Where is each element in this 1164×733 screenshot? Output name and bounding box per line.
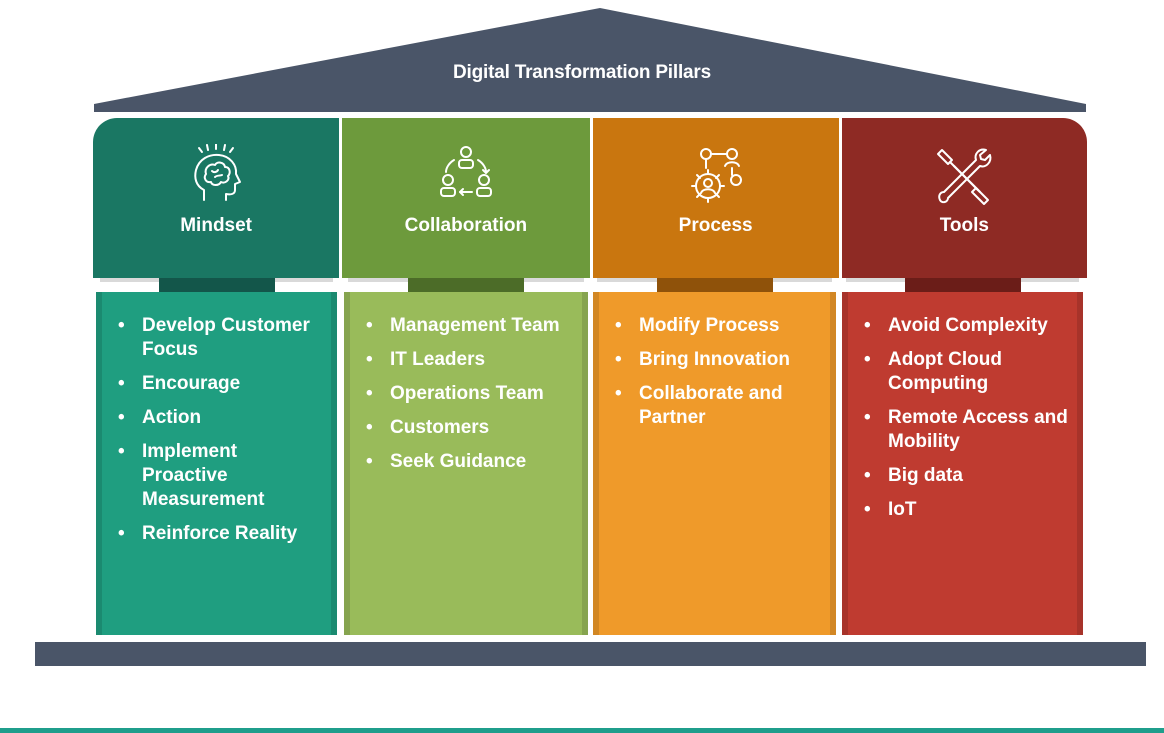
list-item: Adopt Cloud Computing [862,348,1073,396]
list-item: Develop Customer Focus [116,314,327,362]
list-item: Management Team [364,314,578,338]
pillar-neck [100,278,333,292]
pillar-title: Collaboration [404,215,528,236]
list-item: Action [116,406,327,430]
pillar-mindset-header: Mindset [93,118,340,278]
list-item: Bring Innovation [613,348,826,372]
pillar-title: Mindset [180,215,253,236]
list-item: Avoid Complexity [862,314,1073,338]
pillar-tools-body: Avoid Complexity Adopt Cloud Computing R… [842,292,1083,635]
list-item: IT Leaders [364,348,578,372]
list-item: Seek Guidance [364,450,578,474]
list-item: Big data [862,464,1073,488]
pillar-neck [846,278,1079,292]
diagram-title: Digital Transformation Pillars [453,62,711,83]
footer-line [0,728,1164,733]
wrench-screwdriver-icon [937,148,992,205]
pillar-title: Process [678,215,753,236]
pillar-mindset-body: Develop Customer Focus Encourage Action … [96,292,337,635]
team-cycle-icon [439,146,492,197]
list-item: Operations Team [364,382,578,406]
pillar-title: Tools [939,215,989,236]
list-item: Collaborate and Partner [613,382,826,430]
bullet-list: Management Team IT Leaders Operations Te… [364,314,578,474]
brain-head-icon [194,144,242,201]
gear-network-icon [690,148,742,203]
list-item: Reinforce Reality [116,522,327,546]
bullet-list: Develop Customer Focus Encourage Action … [116,314,327,546]
pillar-process-header: Process [589,118,839,278]
pillar-collaboration-body: Management Team IT Leaders Operations Te… [344,292,588,635]
bullet-list: Modify Process Bring Innovation Collabor… [613,314,826,430]
list-item: Customers [364,416,578,440]
roof [94,8,1086,112]
pillar-tools-header: Tools [838,118,1087,278]
list-item: IoT [862,498,1073,522]
list-item: Modify Process [613,314,826,338]
foundation-base [35,642,1146,666]
list-item: Encourage [116,372,327,396]
pillar-process-body: Modify Process Bring Innovation Collabor… [593,292,836,635]
pillar-collaboration-header: Collaboration [339,118,590,278]
list-item: Remote Access and Mobility [862,406,1073,454]
pillar-neck [348,278,584,292]
list-item: Implement Proactive Measurement [116,440,327,512]
pillar-neck [597,278,832,292]
capital-row: Mindset Collaboration Process [93,118,1087,278]
bullet-list: Avoid Complexity Adopt Cloud Computing R… [862,314,1073,522]
